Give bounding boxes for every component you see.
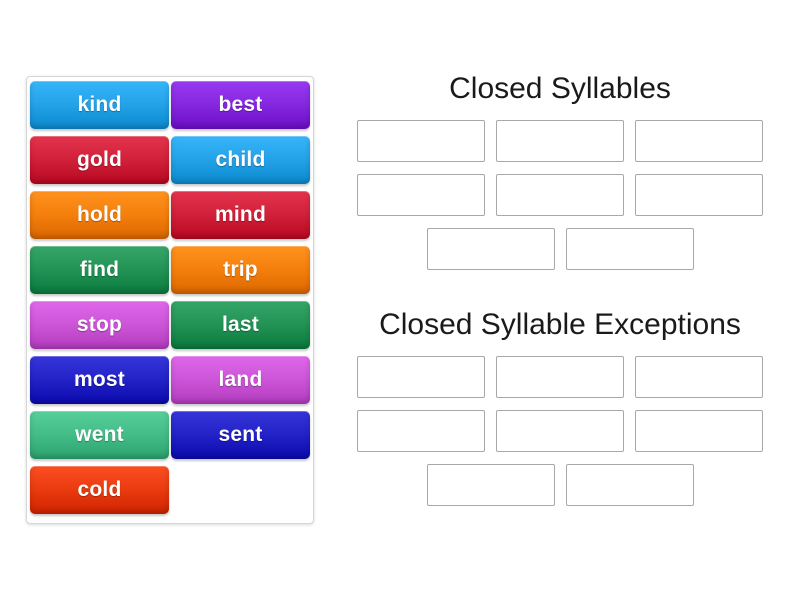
- word-tile-label: land: [218, 368, 263, 391]
- word-tile[interactable]: hold: [30, 191, 169, 239]
- dropzone[interactable]: [426, 227, 555, 270]
- dropzone[interactable]: [357, 409, 485, 452]
- dropzone-row: [340, 227, 780, 270]
- tile-column-left: kind gold hold find stop most we: [30, 81, 169, 514]
- word-tile-label: cold: [77, 478, 122, 501]
- word-tile-label: went: [75, 423, 124, 446]
- word-tile-label: trip: [223, 258, 258, 281]
- word-tile-label: find: [79, 258, 120, 281]
- dropzone-row: [340, 355, 780, 398]
- word-tile-label: last: [222, 313, 259, 336]
- dropzone-row: [340, 173, 780, 216]
- word-tile-label: kind: [77, 93, 122, 116]
- dropzone[interactable]: [496, 355, 624, 398]
- dropzone[interactable]: [496, 119, 624, 162]
- dropzone-row: [340, 409, 780, 452]
- word-tile[interactable]: last: [171, 301, 310, 349]
- category-heading: Closed Syllable Exceptions: [379, 308, 741, 341]
- empty-tile-slot: [171, 466, 310, 514]
- word-tile[interactable]: kind: [30, 81, 169, 129]
- category-panel-closed-syllables: Closed Syllables: [340, 72, 780, 270]
- dropzone[interactable]: [357, 119, 485, 162]
- dropzone-grid: [340, 355, 780, 506]
- category-heading: Closed Syllables: [449, 72, 671, 105]
- word-tile[interactable]: gold: [30, 136, 169, 184]
- word-tile[interactable]: child: [171, 136, 310, 184]
- word-tile-tray: kind gold hold find stop most we: [26, 76, 314, 524]
- word-tile[interactable]: went: [30, 411, 169, 459]
- dropzone[interactable]: [635, 355, 763, 398]
- word-tile[interactable]: find: [30, 246, 169, 294]
- dropzone[interactable]: [496, 409, 624, 452]
- dropzone[interactable]: [496, 173, 624, 216]
- tile-columns: kind gold hold find stop most we: [30, 81, 310, 514]
- dropzone[interactable]: [635, 409, 763, 452]
- word-tile[interactable]: sent: [171, 411, 310, 459]
- tile-column-right: best child mind trip last land s: [171, 81, 310, 514]
- word-tile-label: sent: [218, 423, 263, 446]
- dropzone[interactable]: [357, 355, 485, 398]
- dropzone[interactable]: [357, 173, 485, 216]
- word-tile-label: mind: [215, 203, 266, 226]
- dropzone-row: [340, 463, 780, 506]
- category-panel-closed-syllable-exceptions: Closed Syllable Exceptions: [340, 308, 780, 506]
- dropzone-row: [340, 119, 780, 162]
- word-tile-label: stop: [76, 313, 123, 336]
- word-tile[interactable]: stop: [30, 301, 169, 349]
- word-tile-label: most: [74, 368, 125, 391]
- dropzone[interactable]: [426, 463, 555, 506]
- word-tile-label: child: [215, 148, 266, 171]
- word-tile[interactable]: trip: [171, 246, 310, 294]
- dropzone[interactable]: [565, 463, 694, 506]
- word-tile-label: best: [218, 93, 263, 116]
- word-tile[interactable]: best: [171, 81, 310, 129]
- dropzone[interactable]: [635, 173, 763, 216]
- word-tile[interactable]: mind: [171, 191, 310, 239]
- word-tile[interactable]: cold: [30, 466, 169, 514]
- word-tile-label: gold: [76, 148, 123, 171]
- word-tile[interactable]: most: [30, 356, 169, 404]
- dropzone[interactable]: [635, 119, 763, 162]
- dropzone[interactable]: [565, 227, 694, 270]
- word-tile[interactable]: land: [171, 356, 310, 404]
- dropzone-grid: [340, 119, 780, 270]
- word-tile-label: hold: [76, 203, 123, 226]
